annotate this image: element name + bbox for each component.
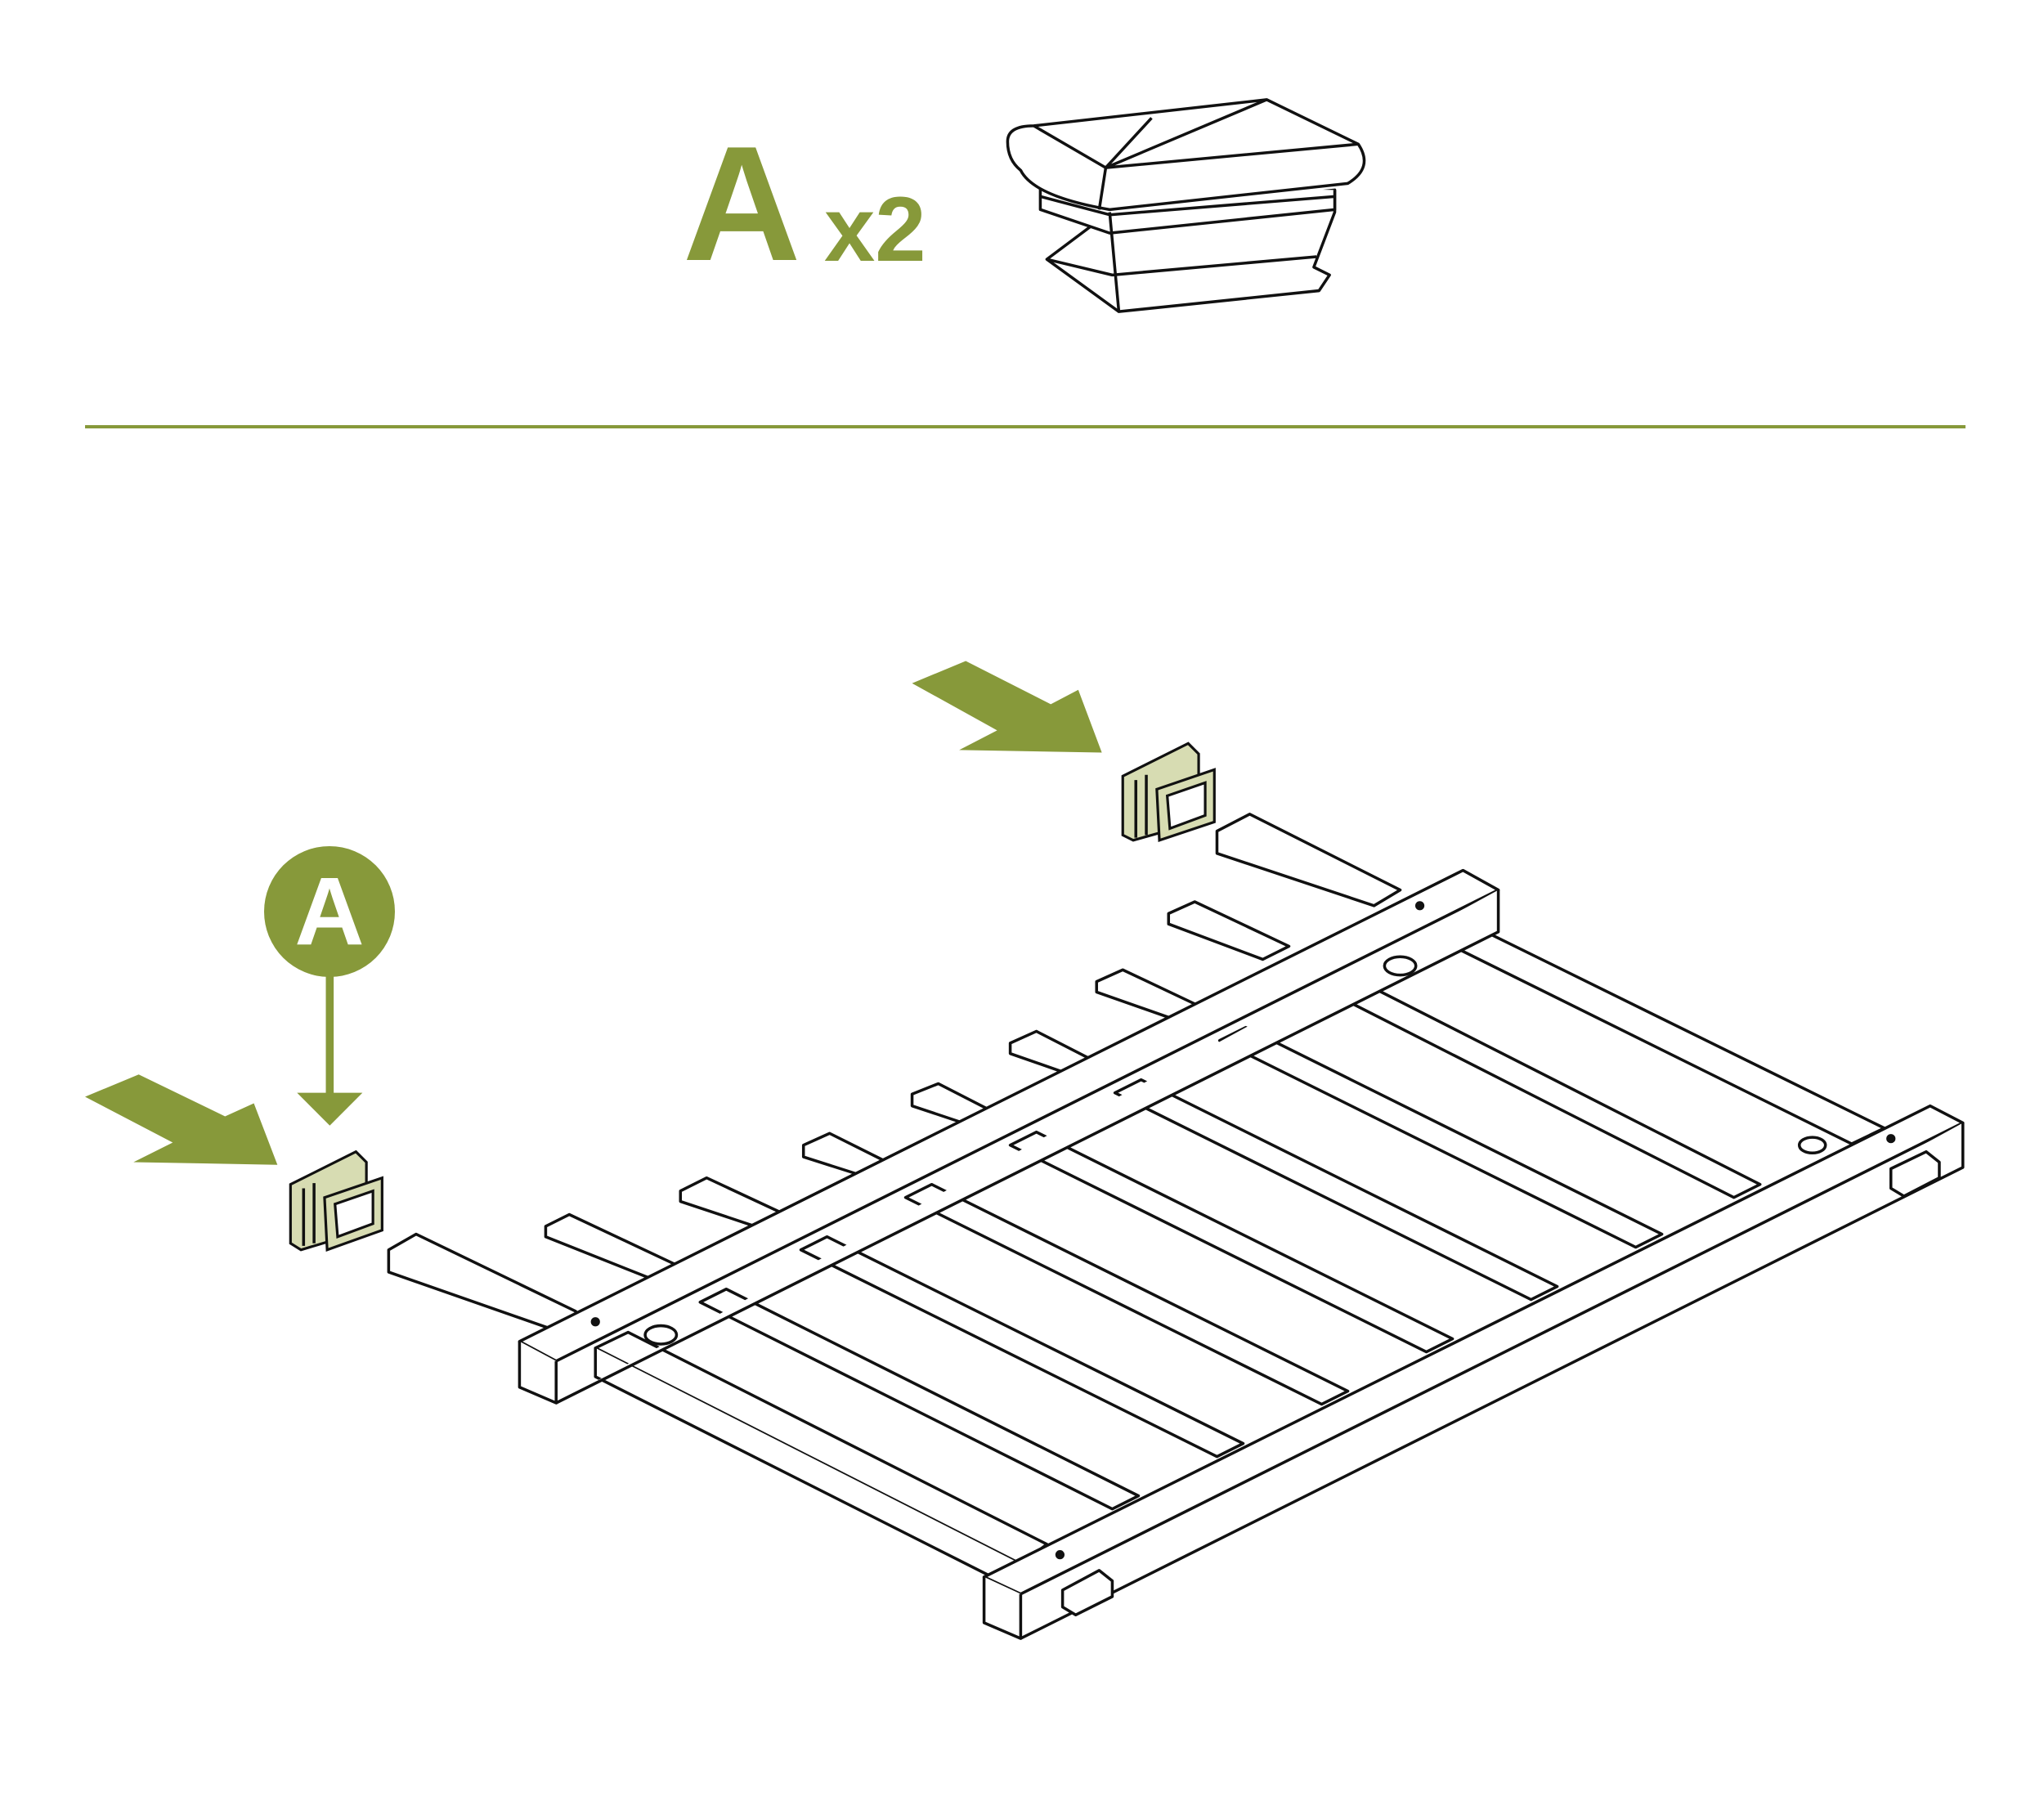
part-letter: A	[683, 113, 801, 295]
cap-part-a	[1121, 742, 1216, 842]
down-arrow-icon	[297, 975, 363, 1126]
fence-panel	[387, 813, 1965, 1640]
post-cap-illustration	[1006, 98, 1366, 313]
insert-arrow-icon	[912, 661, 1102, 753]
part-quantity: x2	[824, 178, 926, 280]
cap-part-a	[289, 1149, 383, 1252]
part-a-callout-badge: A	[264, 846, 395, 977]
insert-arrow-icon	[85, 1074, 278, 1165]
